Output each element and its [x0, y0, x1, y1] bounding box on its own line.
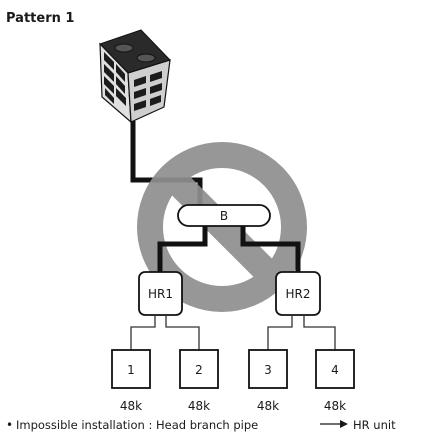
indoor-unit-4-label: 4 [331, 363, 339, 377]
indoor-unit-4-capacity: 48k [324, 399, 346, 413]
indoor-unit-1 [111, 349, 151, 389]
indoor-unit-4 [315, 349, 355, 389]
caption-target: HR unit [353, 418, 396, 432]
hr-unit-1 [138, 271, 183, 316]
diagram-title: Pattern 1 [6, 11, 74, 26]
indoor-unit-2-label: 2 [195, 363, 203, 377]
indoor-unit-2-capacity: 48k [188, 399, 210, 413]
indoor-unit-2 [179, 349, 219, 389]
branch-label: B [220, 209, 228, 223]
no-entry-icon [137, 142, 307, 312]
caption-text: Impossible installation : Head branch pi… [16, 418, 258, 432]
indoor-unit-3 [248, 349, 288, 389]
hr-unit-2-label: HR2 [286, 287, 311, 301]
hr-unit-1-label: HR1 [148, 287, 173, 301]
caption-bullet: • [6, 418, 13, 432]
indoor-unit-1-capacity: 48k [120, 399, 142, 413]
outdoor-unit-icon [99, 29, 171, 124]
pipe-to-hr2 [240, 225, 301, 272]
indoor-unit-3-label: 3 [264, 363, 272, 377]
pipes-hr1-indoor [130, 315, 200, 350]
arrow-right-icon [320, 420, 348, 428]
branch-pipe [177, 204, 271, 227]
indoor-unit-3-capacity: 48k [257, 399, 279, 413]
indoor-unit-1-label: 1 [127, 363, 135, 377]
pipes-hr2-indoor [267, 315, 336, 350]
hr-unit-2 [275, 271, 321, 316]
pipe-to-hr1 [157, 225, 208, 272]
